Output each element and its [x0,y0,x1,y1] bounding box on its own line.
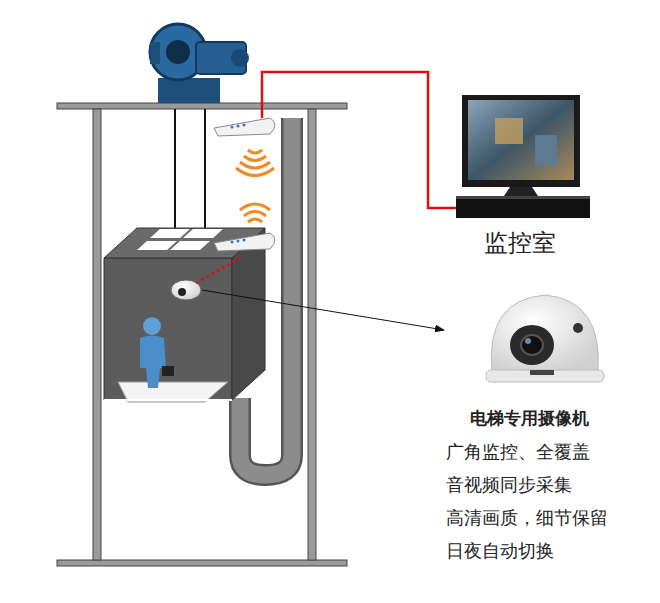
feature-text: 广角监控、全覆盖 [446,441,590,463]
room-label: 监控室 [484,229,556,258]
monitor [456,95,590,218]
feature-text: 日夜自动切换 [446,540,554,562]
elevator-car [104,228,265,402]
passenger [140,317,174,388]
dome-camera [486,295,604,382]
feature-text: 高清画质，细节保留 [446,507,608,529]
feature-text: 音视频同步采集 [446,474,572,496]
traction-motor [150,24,249,103]
camera-heading: 电梯专用摄像机 [470,408,589,428]
